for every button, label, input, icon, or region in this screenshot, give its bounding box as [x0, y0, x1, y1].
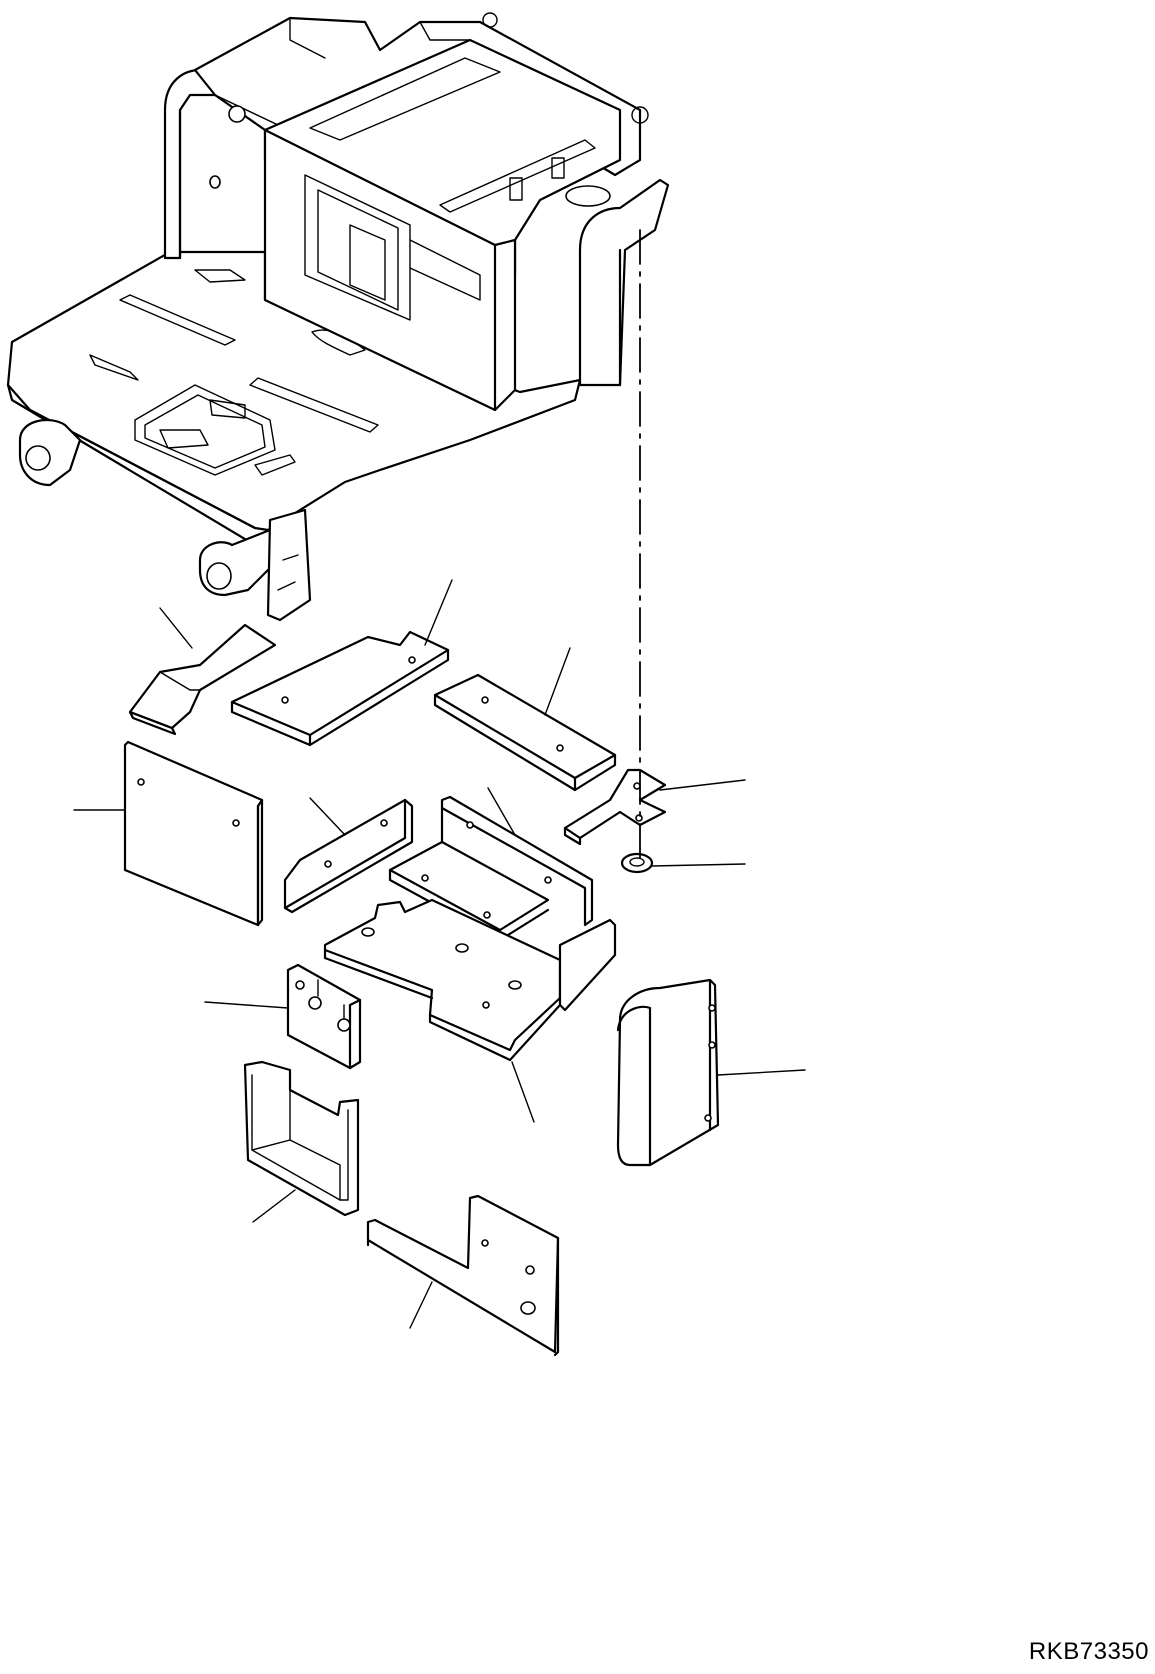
pad-strip-top-right: [433, 673, 617, 792]
floor-frame-assembly: [6, 12, 670, 622]
pad-large-top-center: [230, 630, 450, 747]
drawing-reference-code: RKB73350: [1028, 1638, 1149, 1665]
curved-side-cover: [616, 978, 720, 1167]
pad-slim-diagonal: [283, 798, 414, 914]
leader-lines: [73, 579, 806, 1329]
pad-square-left: [123, 740, 264, 927]
pad-l-plate-bottom: [366, 1194, 560, 1357]
washer: [620, 852, 654, 874]
bracket-plate-small: [286, 963, 362, 1070]
pad-bent-top-left: [128, 623, 277, 736]
bracket-angled-right: [563, 768, 667, 846]
pad-floor-large: [323, 898, 617, 1062]
pad-l-shaped-center: [388, 795, 594, 942]
open-tray: [243, 1060, 360, 1217]
